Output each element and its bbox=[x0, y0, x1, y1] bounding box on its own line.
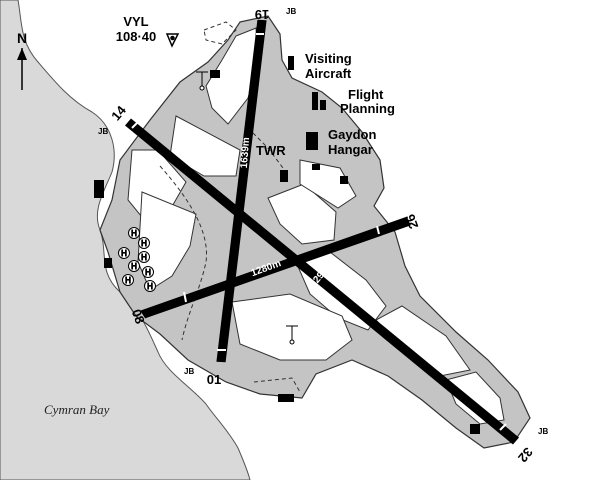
runway-end-32: 32 bbox=[515, 445, 536, 466]
jbi-label: JB bbox=[286, 7, 296, 16]
taxiway-west bbox=[159, 165, 208, 341]
runway-08-26 bbox=[140, 216, 411, 319]
vor-icon bbox=[165, 33, 180, 48]
bay-label: Cymran Bay bbox=[44, 402, 110, 417]
jbi-label: JB bbox=[98, 127, 108, 136]
helipad: H bbox=[138, 251, 150, 263]
rwy-14-threshold bbox=[131, 121, 139, 129]
taxiway-south bbox=[253, 377, 301, 393]
windsock-icon bbox=[286, 325, 298, 345]
building-west-1 bbox=[94, 180, 104, 198]
runway-end-01: 01 bbox=[207, 372, 221, 387]
runway-end-19: 19 bbox=[255, 7, 269, 22]
helipad: H bbox=[138, 237, 150, 249]
rwy-08-mark bbox=[183, 291, 187, 303]
taxiway-lines bbox=[159, 21, 301, 393]
visiting-aircraft-label-1: Visiting bbox=[305, 51, 352, 66]
svg-text:H: H bbox=[141, 253, 147, 262]
flight-planning-label-1: Flight bbox=[348, 87, 384, 102]
helipads: H H H H H H H H bbox=[118, 227, 156, 292]
buildings bbox=[94, 56, 480, 434]
building-south-1 bbox=[278, 394, 294, 402]
runways bbox=[125, 19, 519, 445]
svg-text:H: H bbox=[131, 229, 137, 238]
building-west-2 bbox=[104, 258, 112, 268]
building-se bbox=[470, 424, 480, 434]
north-label: N bbox=[17, 30, 27, 46]
building-east-1 bbox=[312, 164, 320, 170]
building-north bbox=[210, 70, 220, 78]
helipad: H bbox=[128, 227, 140, 239]
helipad: H bbox=[118, 247, 130, 259]
svg-text:H: H bbox=[125, 276, 131, 285]
jbi-label: JB bbox=[184, 367, 194, 376]
vor-frequency-label: 108·40 bbox=[116, 29, 156, 44]
grass-east-band bbox=[299, 159, 357, 209]
runway-length-01-19: 1639m bbox=[239, 137, 252, 169]
svg-text:H: H bbox=[121, 249, 127, 258]
building-east-2 bbox=[340, 176, 348, 184]
helipad: H bbox=[122, 274, 134, 286]
rwy-32-threshold bbox=[499, 423, 507, 431]
rwy-26-mark bbox=[376, 225, 380, 235]
grass-se-end bbox=[445, 371, 505, 425]
building-tower bbox=[280, 170, 288, 182]
gaydon-hangar-label-1: Gaydon bbox=[328, 127, 376, 142]
flight-planning-label-2: Planning bbox=[340, 101, 395, 116]
runway-01-19 bbox=[216, 19, 267, 363]
gaydon-hangar-label-2: Hangar bbox=[328, 142, 373, 157]
vor-id-label: VYL bbox=[123, 14, 148, 29]
building-visiting-aircraft bbox=[288, 56, 294, 70]
jbi-label: JB bbox=[538, 427, 548, 436]
svg-text:H: H bbox=[147, 282, 153, 291]
svg-text:H: H bbox=[145, 268, 151, 277]
runway-end-14: 14 bbox=[108, 102, 129, 123]
windsock-icon bbox=[196, 71, 208, 91]
runway-end-26: 26 bbox=[402, 212, 421, 231]
building-gaydon-hangar bbox=[306, 132, 318, 150]
runway-14-32 bbox=[125, 118, 519, 445]
svg-text:H: H bbox=[131, 262, 137, 271]
north-arrow-icon bbox=[17, 48, 27, 90]
helipad: H bbox=[144, 280, 156, 292]
visiting-aircraft-label-2: Aircraft bbox=[305, 66, 352, 81]
building-flight-planning-1 bbox=[312, 92, 318, 110]
grass-centre-band bbox=[169, 115, 241, 177]
helipad: H bbox=[142, 266, 154, 278]
building-flight-planning-2 bbox=[320, 100, 326, 110]
taxiway-east bbox=[247, 127, 287, 173]
runway-markings bbox=[131, 33, 507, 431]
helipad: H bbox=[128, 260, 140, 272]
svg-text:H: H bbox=[141, 239, 147, 248]
tower-label: TWR bbox=[256, 143, 286, 158]
runway-end-08: 08 bbox=[129, 307, 148, 326]
grass-areas bbox=[127, 27, 505, 425]
windsocks bbox=[196, 71, 298, 345]
